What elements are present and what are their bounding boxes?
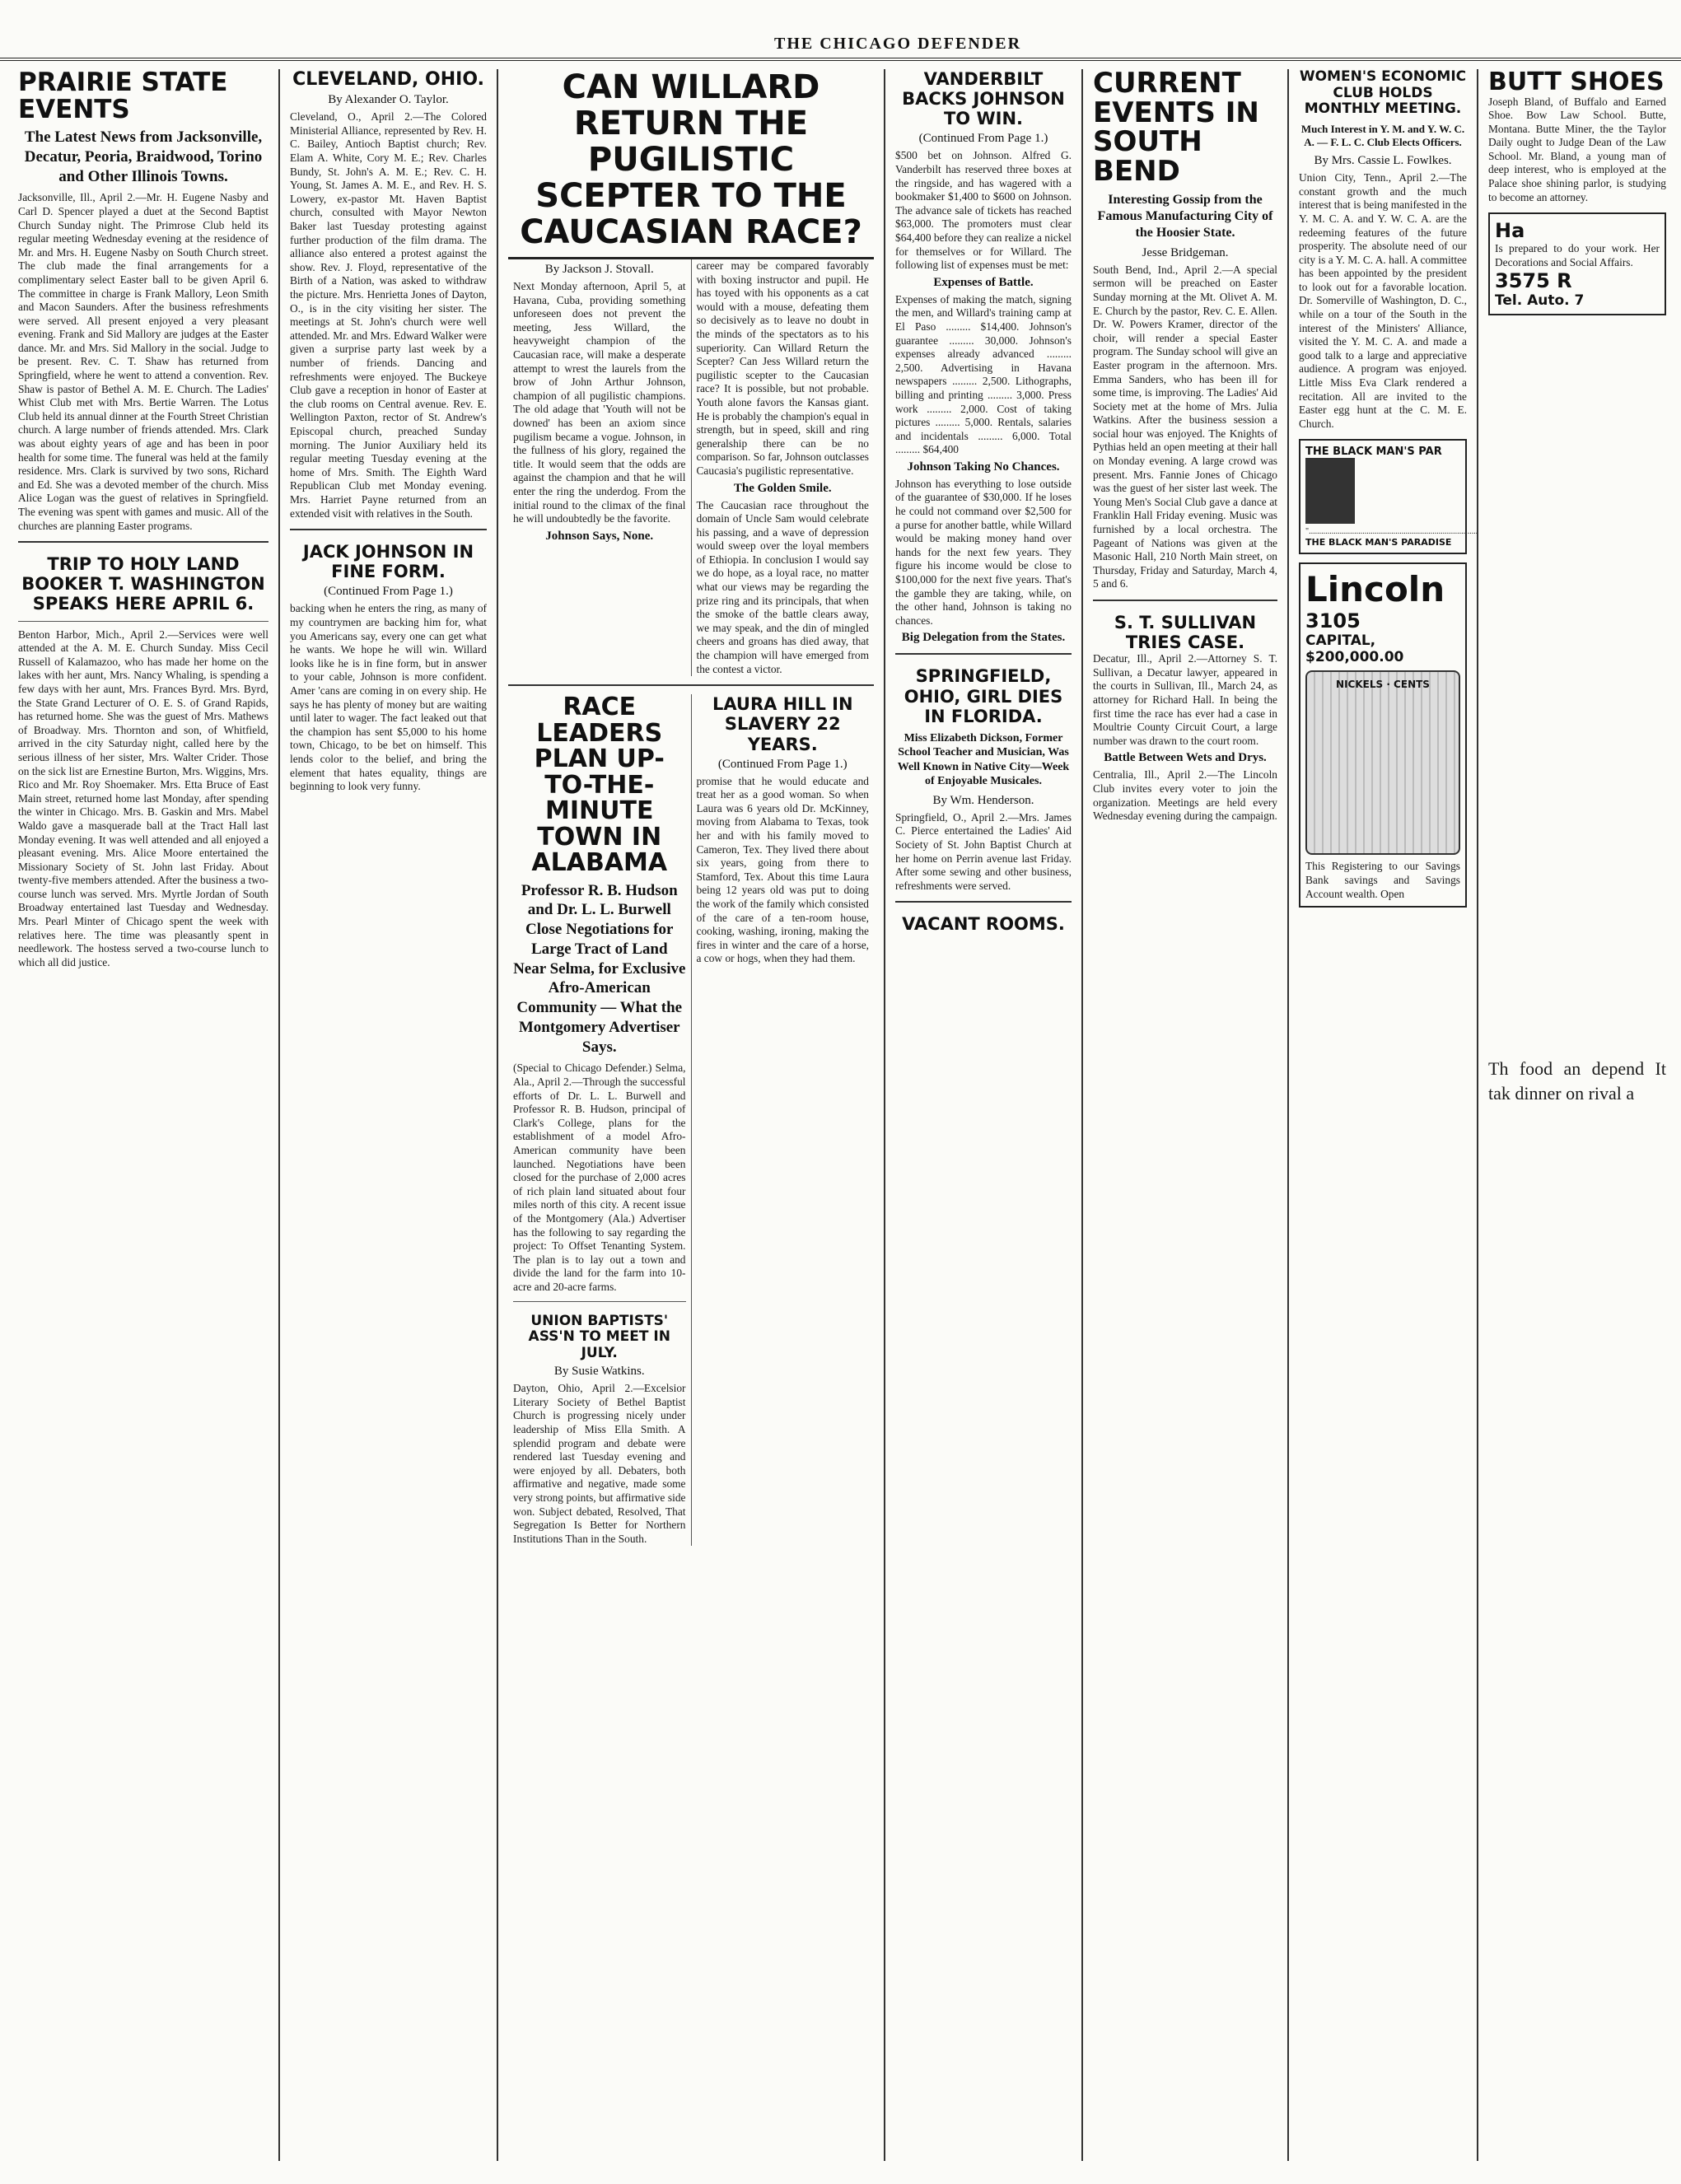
story-wets-and-drys: Centralia, Ill., April 2.—The Lincoln Cl…: [1093, 768, 1277, 823]
story-laura-hill: promise that he would educate and treat …: [696, 774, 870, 965]
bank-number: 3105: [1305, 609, 1361, 633]
headline-sullivan-tries-case: S. T. SULLIVAN TRIES CASE.: [1114, 613, 1257, 653]
card-phone: 3575 R: [1495, 269, 1572, 293]
savings-register-image: NICKELS · CENTS: [1305, 670, 1460, 856]
story-womens-club: Union City, Tenn., April 2.—The constant…: [1299, 171, 1467, 430]
byline-stovall: By Jackson J. Stovall.: [544, 263, 654, 276]
column-butte: BUTT SHOES Joseph Bland, of Buffalo and …: [1478, 69, 1676, 2161]
card-auto: Tel. Auto. 7: [1495, 292, 1585, 310]
bank-text: This Registering to our Savings Bank sav…: [1305, 860, 1460, 900]
subhead-wets-and-drys: Battle Between Wets and Drys.: [1104, 751, 1267, 765]
subhead-johnson-says-none: Johnson Says, None.: [545, 529, 654, 543]
headline-cleveland-ohio: CLEVELAND, OHIO.: [292, 69, 484, 90]
column-womens-club: WOMEN'S ECONOMIC CLUB HOLDS MONTHLY MEET…: [1289, 69, 1478, 2161]
column-vanderbilt: VANDERBILT BACKS JOHNSON TO WIN. (Contin…: [885, 69, 1083, 2161]
headline-union-baptists: UNION BAPTISTS' ASS'N TO MEET IN JULY.: [528, 1312, 670, 1361]
story-union-baptists: Dayton, Ohio, April 2.—Excelsior Literar…: [513, 1382, 686, 1545]
subhead-big-delegation: Big Delegation from the States.: [901, 631, 1066, 645]
story-south-bend: South Bend, Ind., April 2.—A special ser…: [1093, 263, 1277, 590]
headline-springfield-girl: SPRINGFIELD, OHIO, GIRL DIES IN FLORIDA.: [904, 666, 1063, 726]
headline-prairie-state-events: PRAIRIE STATE EVENTS: [18, 69, 228, 124]
headline-jack-johnson-fine-form: JACK JOHNSON IN FINE FORM.: [302, 542, 474, 582]
headline-vacant-rooms: VACANT ROOMS.: [902, 914, 1065, 935]
deck-south-bend: Interesting Gossip from the Famous Manuf…: [1097, 192, 1273, 240]
story-bottom-fragment: Th food an depend It tak dinner on rival…: [1488, 1058, 1666, 1104]
ad-lincoln-bank: Lincoln 3105 CAPITAL, $200,000.00 NICKEL…: [1299, 562, 1467, 908]
story-golden-smile: The Caucasian race throughout the domain…: [696, 498, 870, 675]
subhead-johnson-taking-no-chances: Johnson Taking No Chances.: [907, 460, 1060, 474]
byline-fowlkes: By Mrs. Cassie L. Fowlkes.: [1314, 154, 1452, 168]
bank-register-labels: NICKELS · CENTS: [1336, 679, 1430, 691]
column-south-bend: CURRENT EVENTS IN SOUTH BEND Interesting…: [1083, 69, 1289, 2161]
ad-black-mans-paradise: THE BLACK MAN'S PAR "...................…: [1299, 439, 1477, 555]
byline-henderson: By Wm. Henderson.: [932, 793, 1034, 807]
story-cleveland: Cleveland, O., April 2.—The Colored Mini…: [290, 110, 487, 520]
deck-race-leaders: Professor R. B. Hudson and Dr. L. L. Bur…: [513, 881, 686, 1056]
continued-jack-johnson: (Continued From Page 1.): [324, 585, 453, 599]
headline-laura-hill: LAURA HILL IN SLAVERY 22 YEARS.: [712, 694, 853, 754]
column-prairie-state: PRAIRIE STATE EVENTS The Latest News fro…: [8, 69, 280, 2161]
byline-bridgeman: Jesse Bridgeman.: [1142, 245, 1229, 259]
ad-business-card: Ha Is prepared to do your work. Her Deco…: [1488, 212, 1666, 316]
story-sullivan: Decatur, Ill., April 2.—Attorney S. T. S…: [1093, 652, 1277, 747]
subhead-golden-smile: The Golden Smile.: [733, 481, 832, 495]
card-head: Ha: [1495, 219, 1525, 243]
story-jacksonville: Jacksonville, Ill., April 2.—Mr. H. Euge…: [18, 191, 268, 532]
table-expenses: Expenses of making the match, signing th…: [895, 292, 1072, 456]
story-butte: Joseph Bland, of Buffalo and Earned Shoe…: [1488, 95, 1666, 203]
deck-womens-club: Much Interest in Y. M. and Y. W. C. A. —…: [1300, 122, 1465, 148]
story-benton-harbor: Benton Harbor, Mich., April 2.—Services …: [18, 628, 268, 968]
masthead: THE CHICAGO DEFENDER: [0, 33, 1681, 61]
deck-springfield: Miss Elizabeth Dickson, Former School Te…: [897, 731, 1070, 788]
card-text: Is prepared to do your work. Her Decorat…: [1495, 242, 1660, 268]
headline-butte-shoes: BUTT SHOES: [1488, 69, 1665, 96]
continued-vanderbilt: (Continued From Page 1.): [918, 132, 1048, 146]
byline-cleveland: By Alexander O. Taylor.: [328, 93, 449, 107]
headline-womens-economic-club: WOMEN'S ECONOMIC CLUB HOLDS MONTHLY MEET…: [1299, 69, 1467, 118]
headline-can-willard-return: CAN WILLARD RETURN THE PUGILISTIC SCEPTE…: [508, 69, 874, 259]
story-race-leaders: (Special to Chicago Defender.) Selma, Al…: [513, 1062, 686, 1293]
masthead-title: THE CHICAGO DEFENDER: [774, 35, 1022, 53]
story-willard-left: Next Monday afternoon, April 5, at Havan…: [513, 280, 686, 525]
column-cleveland: CLEVELAND, OHIO. By Alexander O. Taylor.…: [280, 69, 498, 2161]
portrait-image: [1305, 458, 1355, 525]
story-willard-right: career may be compared favorably with bo…: [696, 259, 870, 477]
column-willard: CAN WILLARD RETURN THE PUGILISTIC SCEPTE…: [498, 69, 885, 2161]
story-springfield: Springfield, O., April 2.—Mrs. James C. …: [895, 810, 1072, 892]
headline-race-leaders: RACE LEADERS PLAN UP-TO-THE-MINUTE TOWN …: [531, 693, 668, 878]
subhead-expenses-of-battle: Expenses of Battle.: [933, 275, 1034, 289]
story-vanderbilt: $500 bet on Johnson. Alfred G. Vanderbil…: [895, 149, 1072, 272]
headline-trip-to-holy-land: TRIP TO HOLY LAND BOOKER T. WASHINGTON S…: [21, 554, 265, 614]
story-johnson-chances: Johnson has everything to lose outside o…: [895, 477, 1072, 627]
continued-laura-hill: (Continued From Page 1.): [717, 757, 848, 771]
byline-susie-watkins: By Susie Watkins.: [553, 1365, 645, 1379]
bank-capital: CAPITAL, $200,000.00: [1305, 632, 1404, 666]
ad-title-black-mans: THE BLACK MAN'S PAR: [1305, 446, 1442, 459]
ad-caption-black-mans: THE BLACK MAN'S PARADISE: [1305, 537, 1452, 548]
story-jack-johnson: backing when he enters the ring, as many…: [290, 602, 487, 793]
headline-vanderbilt-backs-johnson: VANDERBILT BACKS JOHNSON TO WIN.: [902, 69, 1065, 129]
bank-title: Lincoln: [1305, 569, 1445, 610]
headline-current-events-south-bend: CURRENT EVENTS IN SOUTH BEND: [1093, 69, 1259, 189]
deck-prairie-state: The Latest News from Jacksonville, Decat…: [24, 128, 263, 185]
